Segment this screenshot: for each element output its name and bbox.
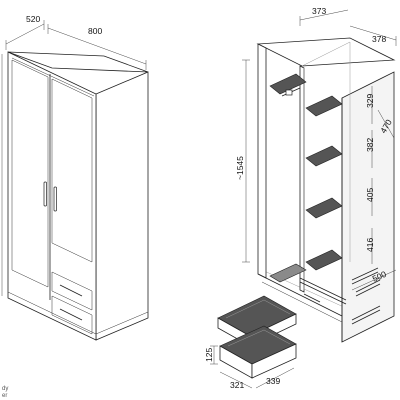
- left-door-handle: [43, 181, 47, 207]
- right-door-handle: [53, 186, 57, 212]
- label-depth: 520: [26, 14, 40, 24]
- label-gap-3: 405: [365, 188, 375, 202]
- dimension-inner-depth: 373: [299, 6, 349, 26]
- label-inner-width: 378: [372, 34, 386, 44]
- bottom-shelf: [269, 263, 307, 283]
- hat-shelf-left: [269, 73, 307, 95]
- dimension-shelf-gaps: 329 382 405 416: [365, 86, 375, 264]
- dimension-depth: 520: [5, 14, 45, 50]
- label-drawer-depth: 339: [266, 376, 280, 386]
- dimension-drawer-depth: 339: [255, 367, 295, 389]
- closed-wardrobe: 520 800: [1, 14, 149, 341]
- dimension-inner-width: 378: [349, 25, 397, 46]
- shelf-4: [305, 249, 343, 271]
- open-top-face: [256, 37, 396, 67]
- upper-drawer-front: [51, 271, 93, 311]
- left-door: [11, 59, 49, 288]
- dimension-width: 800: [47, 24, 147, 70]
- upper-drawer-handle: [59, 284, 83, 297]
- label-inner-depth: 373: [312, 6, 326, 16]
- shelf-3: [305, 197, 343, 219]
- dimension-rod: 470: [377, 109, 395, 139]
- dimension-inner-height: ~1545: [235, 59, 250, 263]
- lower-drawer-front: [51, 295, 93, 335]
- open-wardrobe: 373 378 ~1545 329 382 405 416: [235, 6, 397, 343]
- shelf-1: [305, 95, 343, 117]
- label-inner-height: ~1545: [235, 156, 245, 180]
- shelf-2: [305, 145, 343, 167]
- label-drawer-width: 321: [230, 380, 244, 390]
- lower-drawer-handle: [59, 308, 83, 321]
- wardrobe-right-side: [95, 71, 149, 341]
- label-gap-2: 382: [365, 138, 375, 152]
- label-drawer-height: 125: [204, 348, 214, 362]
- centre-divider: [299, 65, 305, 293]
- open-left-side: [257, 43, 267, 279]
- footnote-line-1: dy: [2, 386, 8, 392]
- footnote-line-2: er: [2, 393, 7, 399]
- right-door: [51, 78, 93, 263]
- drawer-slides: [299, 267, 381, 325]
- rail-bracket: [285, 89, 293, 96]
- label-gap-1: 329: [365, 94, 375, 108]
- label-gap-4: 416: [365, 238, 375, 252]
- dimension-drawer-height: 125: [204, 345, 218, 365]
- label-width: 800: [88, 26, 102, 36]
- dimension-drawer-width: 321: [219, 371, 253, 390]
- drawer-detail: 125 321 339: [204, 295, 297, 390]
